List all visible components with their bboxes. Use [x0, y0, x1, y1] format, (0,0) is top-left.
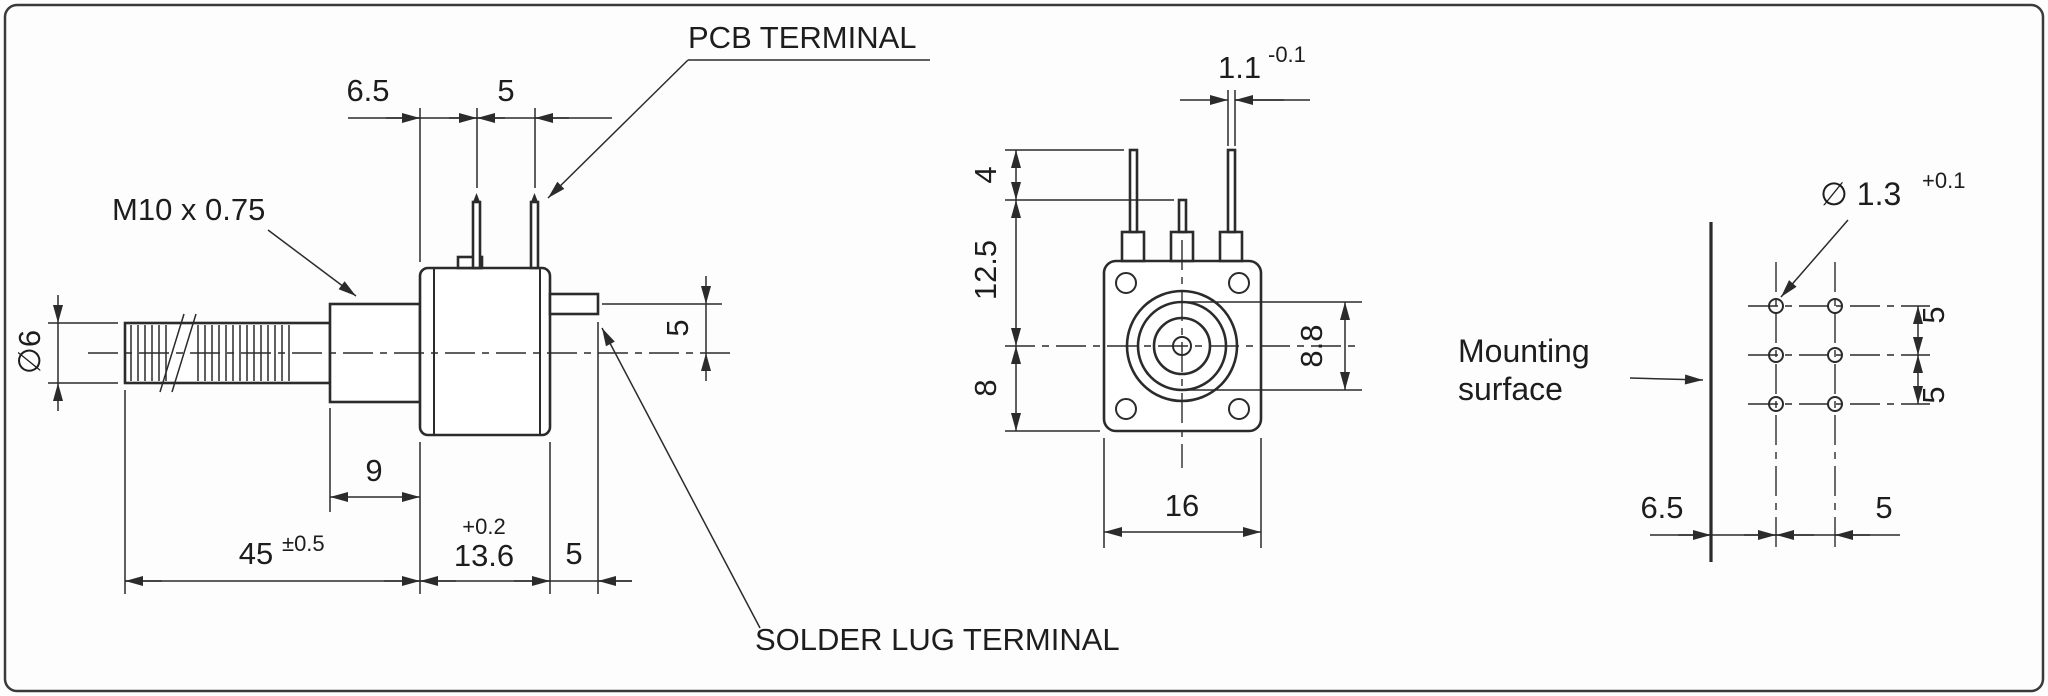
hole-dia-label: ∅ 1.3	[1820, 176, 1901, 212]
dim-text-col-offset: 6.5	[1640, 490, 1683, 525]
dim-text-shaft-length: 45	[239, 536, 273, 571]
hole-column-centerlines	[1775, 262, 1836, 548]
mounting-view: Mounting surface ∅ 1.3 +0.1 5 5	[1458, 168, 1965, 562]
mounting-surface-label-line2: surface	[1458, 371, 1563, 407]
side-view: ∅6 6.5 5 M10 x 0.75 PCB TERMINAL	[12, 20, 1120, 657]
drawing-border	[3, 3, 2045, 693]
dim-text-pin-height: 4	[968, 166, 1003, 183]
dim-bottom-chain: 45 ±0.5 +0.2 13.6 5	[125, 514, 632, 586]
dim-tol-pin-width: -0.1	[1268, 42, 1306, 67]
hole-dia-tol: +0.1	[1922, 168, 1965, 193]
dim-text-bushing-length: 9	[365, 453, 382, 488]
dim-shaft-diameter: ∅6	[12, 295, 118, 411]
dim-text-pin-pitch: 5	[497, 73, 514, 108]
body	[418, 266, 552, 437]
dim-hole-rows: 5 5	[1913, 306, 1951, 404]
hole-diameter-callout: ∅ 1.3 +0.1	[1780, 168, 1965, 298]
mounting-surface-callout: Mounting surface	[1458, 333, 1704, 407]
dim-bushing-length: 9	[330, 453, 420, 502]
dim-tol-shaft-length: ±0.5	[282, 531, 325, 556]
pcb-terminal-callout: PCB TERMINAL	[547, 20, 930, 199]
dim-text-bushing-dia: 8.8	[1294, 324, 1329, 367]
dim-text-body-depth: 13.6	[454, 538, 514, 573]
dim-bushing-diameter: 8.8	[1186, 301, 1362, 391]
dim-left-chain: 4 12.5 8	[968, 149, 1174, 432]
thread-spec-label: M10 x 0.75	[112, 192, 265, 227]
dim-text-col-pitch: 5	[1875, 490, 1892, 525]
dim-text-center-offset: 12.5	[968, 240, 1003, 300]
dim-top-chain: 6.5 5	[346, 73, 612, 262]
dim-text-pin-width: 1.1	[1218, 50, 1261, 85]
solder-lug	[548, 292, 600, 316]
dim-text-row-top: 5	[1916, 306, 1951, 323]
mounting-surface-label-line1: Mounting	[1458, 333, 1590, 369]
shaft-break-symbol	[159, 313, 197, 393]
thread-callout: M10 x 0.75	[112, 192, 357, 297]
pcb-terminal-label: PCB TERMINAL	[688, 20, 917, 55]
dim-text-lower-half: 8	[968, 379, 1003, 396]
solder-lug-label: SOLDER LUG TERMINAL	[755, 622, 1120, 657]
dim-text-shaft-dia: ∅6	[12, 330, 47, 374]
mounting-holes	[1768, 298, 1843, 412]
dim-pin-width: 1.1 -0.1	[1180, 42, 1310, 146]
dim-text-row-bottom: 5	[1916, 386, 1951, 403]
dim-text-lug-offset: 5	[660, 319, 695, 336]
bottom-extension-lines	[124, 322, 599, 594]
dim-text-6-5: 6.5	[346, 73, 389, 108]
corner-rivets	[1115, 272, 1250, 420]
hole-row-centerlines	[1748, 305, 1930, 405]
dim-text-lug-length: 5	[565, 536, 582, 571]
dim-text-body-width: 16	[1165, 488, 1199, 523]
pcb-terminal-pins	[471, 193, 540, 270]
dim-hole-columns: 6.5 5	[1640, 490, 1900, 540]
solder-lug-callout: SOLDER LUG TERMINAL	[601, 327, 1120, 657]
dim-body-width: 16	[1103, 438, 1262, 548]
dim-tol-body-depth: +0.2	[462, 514, 505, 539]
dim-lug-offset: 5	[602, 276, 722, 381]
body-seam-lines	[433, 268, 541, 435]
body-top-tab	[456, 255, 484, 270]
front-view: 1.1 -0.1 4 12.5 8 8.8 16	[968, 42, 1362, 548]
